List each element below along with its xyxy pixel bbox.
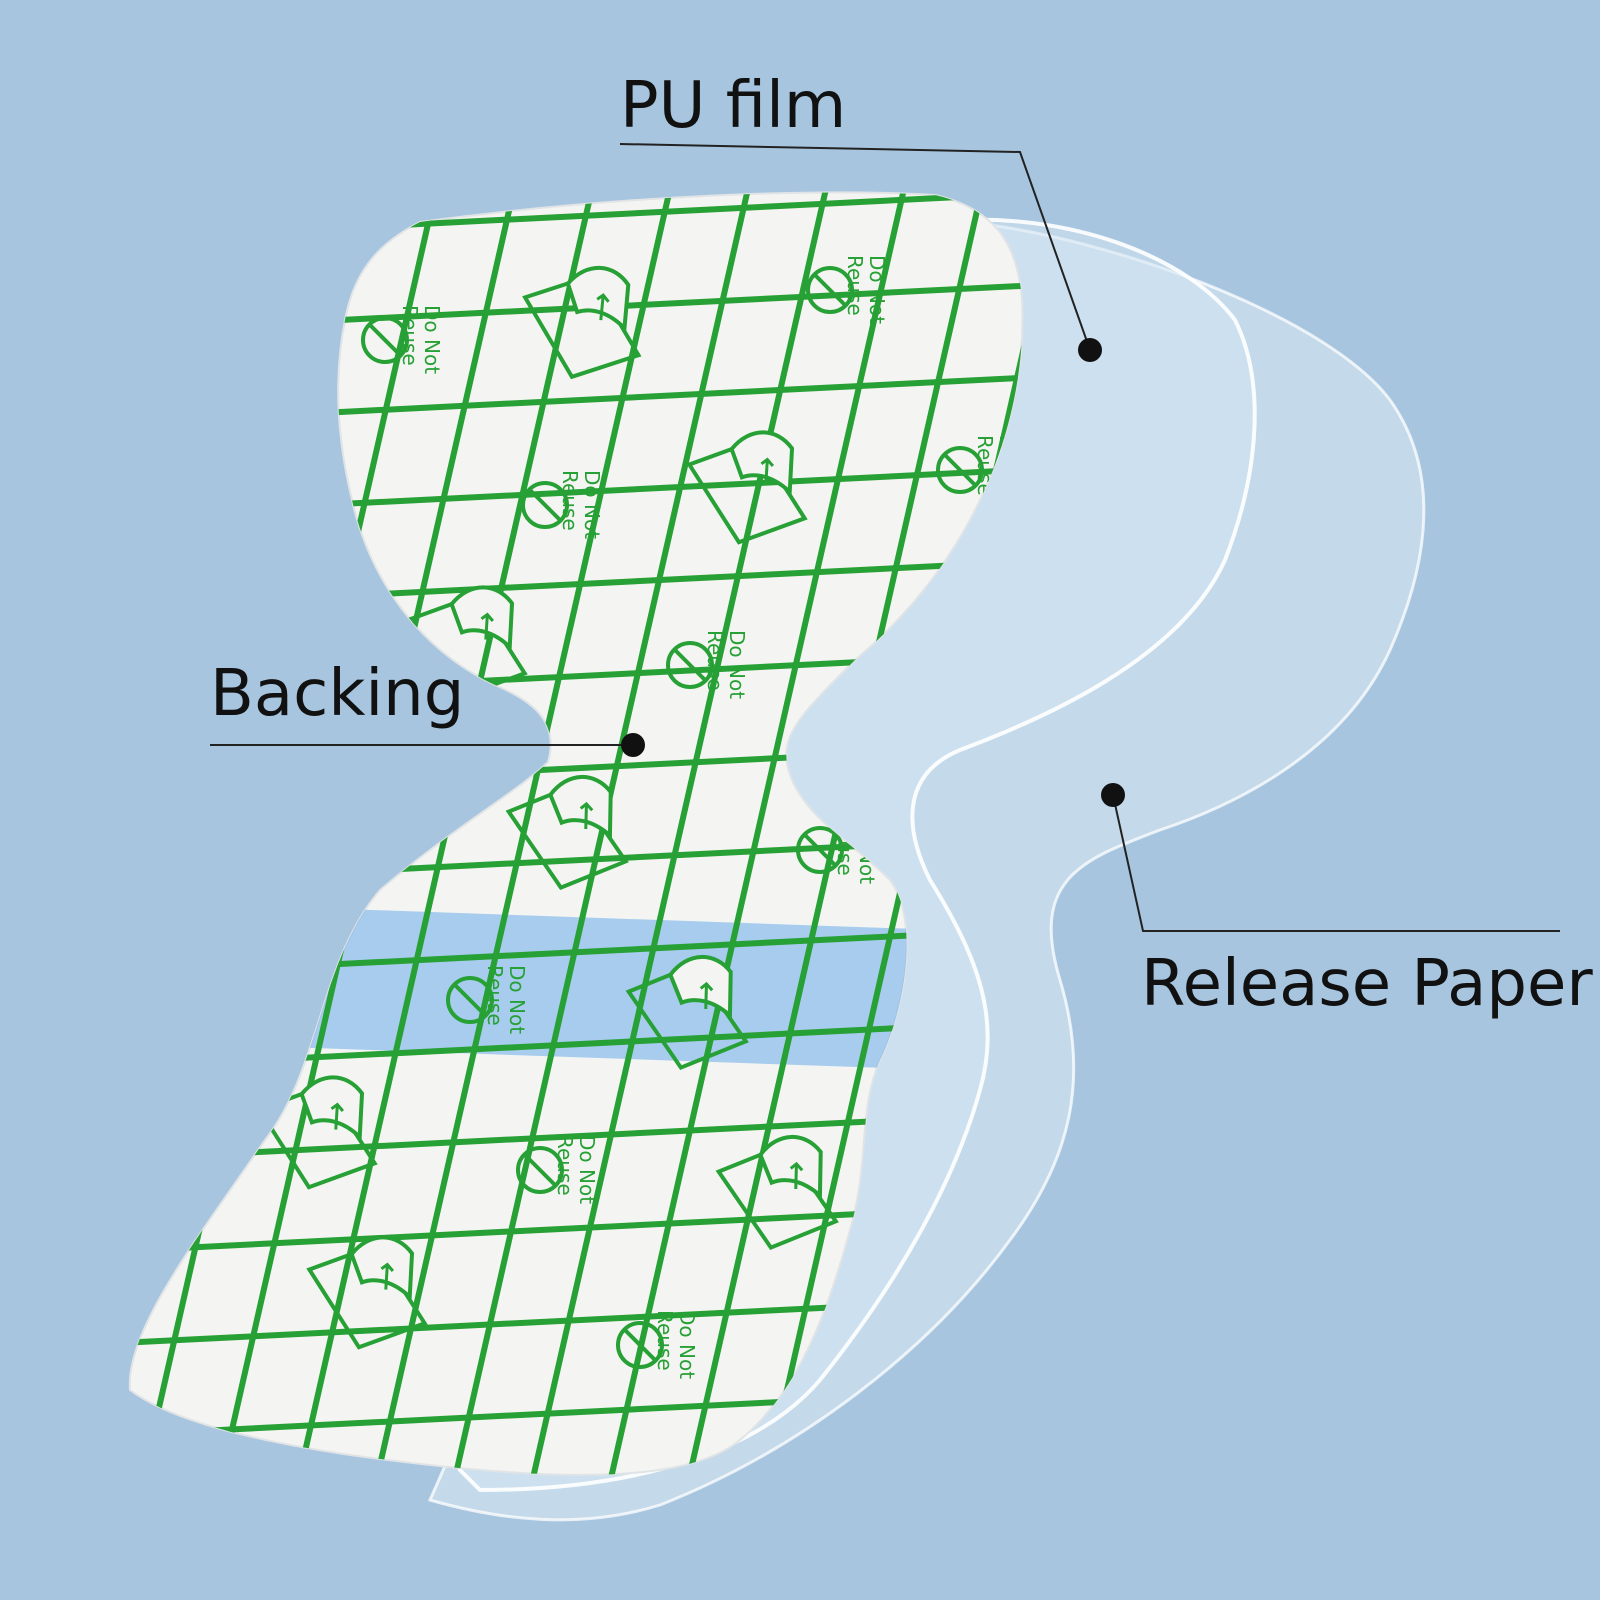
release-paper-pointer-dot bbox=[1101, 783, 1125, 807]
leader-lines bbox=[210, 143, 1560, 932]
pu-film-pointer-dot bbox=[1078, 338, 1102, 362]
no-reuse-symbol-icon bbox=[616, 1321, 664, 1369]
do-not-text: Do Not bbox=[675, 1310, 699, 1379]
no-reuse-symbol-icon bbox=[446, 976, 494, 1024]
no-reuse-slash bbox=[453, 983, 487, 1017]
grid-line-vertical bbox=[447, 192, 753, 1475]
no-reuse-slash bbox=[623, 1328, 657, 1362]
pu-film-label: PU film bbox=[620, 69, 847, 143]
grid-line-vertical bbox=[525, 192, 831, 1475]
reuse-text: Reuse bbox=[653, 1310, 677, 1371]
no-reuse-symbol-icon bbox=[806, 266, 854, 314]
reuse-text: Reuse bbox=[703, 630, 727, 691]
peel-sheet-icon bbox=[256, 1075, 378, 1190]
grid-line-vertical bbox=[603, 192, 909, 1475]
do-not-text: Do Not bbox=[580, 470, 604, 539]
do-not-text: Do Not bbox=[575, 1135, 599, 1204]
reuse-text: Reuse bbox=[553, 1135, 577, 1196]
no-reuse-symbol-icon bbox=[666, 641, 714, 689]
no-reuse-symbol-icon bbox=[361, 316, 409, 364]
peel-sheet-icon bbox=[522, 265, 642, 380]
release-paper-leader bbox=[1112, 794, 1560, 932]
do-not-text: Do Not bbox=[505, 965, 529, 1034]
peel-sheet-icon bbox=[625, 954, 749, 1071]
reuse-text: Reuse bbox=[558, 470, 582, 531]
peel-sheet-icon bbox=[306, 1235, 428, 1350]
no-reuse-slash bbox=[523, 1153, 557, 1187]
reuse-text: Reuse bbox=[398, 305, 422, 366]
no-reuse-slash bbox=[528, 488, 562, 522]
do-not-text: Do Not bbox=[865, 255, 889, 324]
do-not-text: Do Not bbox=[420, 305, 444, 374]
no-reuse-symbol-icon bbox=[516, 1146, 564, 1194]
no-reuse-symbol-icon bbox=[936, 446, 984, 494]
peel-sheet-icon bbox=[505, 774, 629, 891]
grid-line-vertical bbox=[369, 192, 675, 1475]
no-reuse-symbol-icon bbox=[796, 826, 844, 874]
no-reuse-symbol-icon bbox=[521, 481, 569, 529]
peel-sheet-icon bbox=[715, 1134, 839, 1251]
grid-line-vertical bbox=[681, 192, 987, 1475]
no-reuse-slash bbox=[368, 323, 402, 357]
backing-pointer-dot bbox=[621, 733, 645, 757]
no-reuse-slash bbox=[673, 648, 707, 682]
reuse-text: Reuse bbox=[843, 255, 867, 316]
do-not-text: Do Not bbox=[725, 630, 749, 699]
no-reuse-slash bbox=[813, 273, 847, 307]
pu-film-leader bbox=[619, 143, 1091, 351]
backing-label: Backing bbox=[210, 657, 465, 731]
peel-sheet-icon bbox=[686, 430, 808, 545]
reuse-text: Reuse bbox=[483, 965, 507, 1026]
grid-line-vertical bbox=[291, 192, 597, 1475]
no-reuse-slash bbox=[943, 453, 977, 487]
release-paper-label: Release Paper bbox=[1141, 947, 1593, 1021]
no-reuse-slash bbox=[803, 833, 837, 867]
